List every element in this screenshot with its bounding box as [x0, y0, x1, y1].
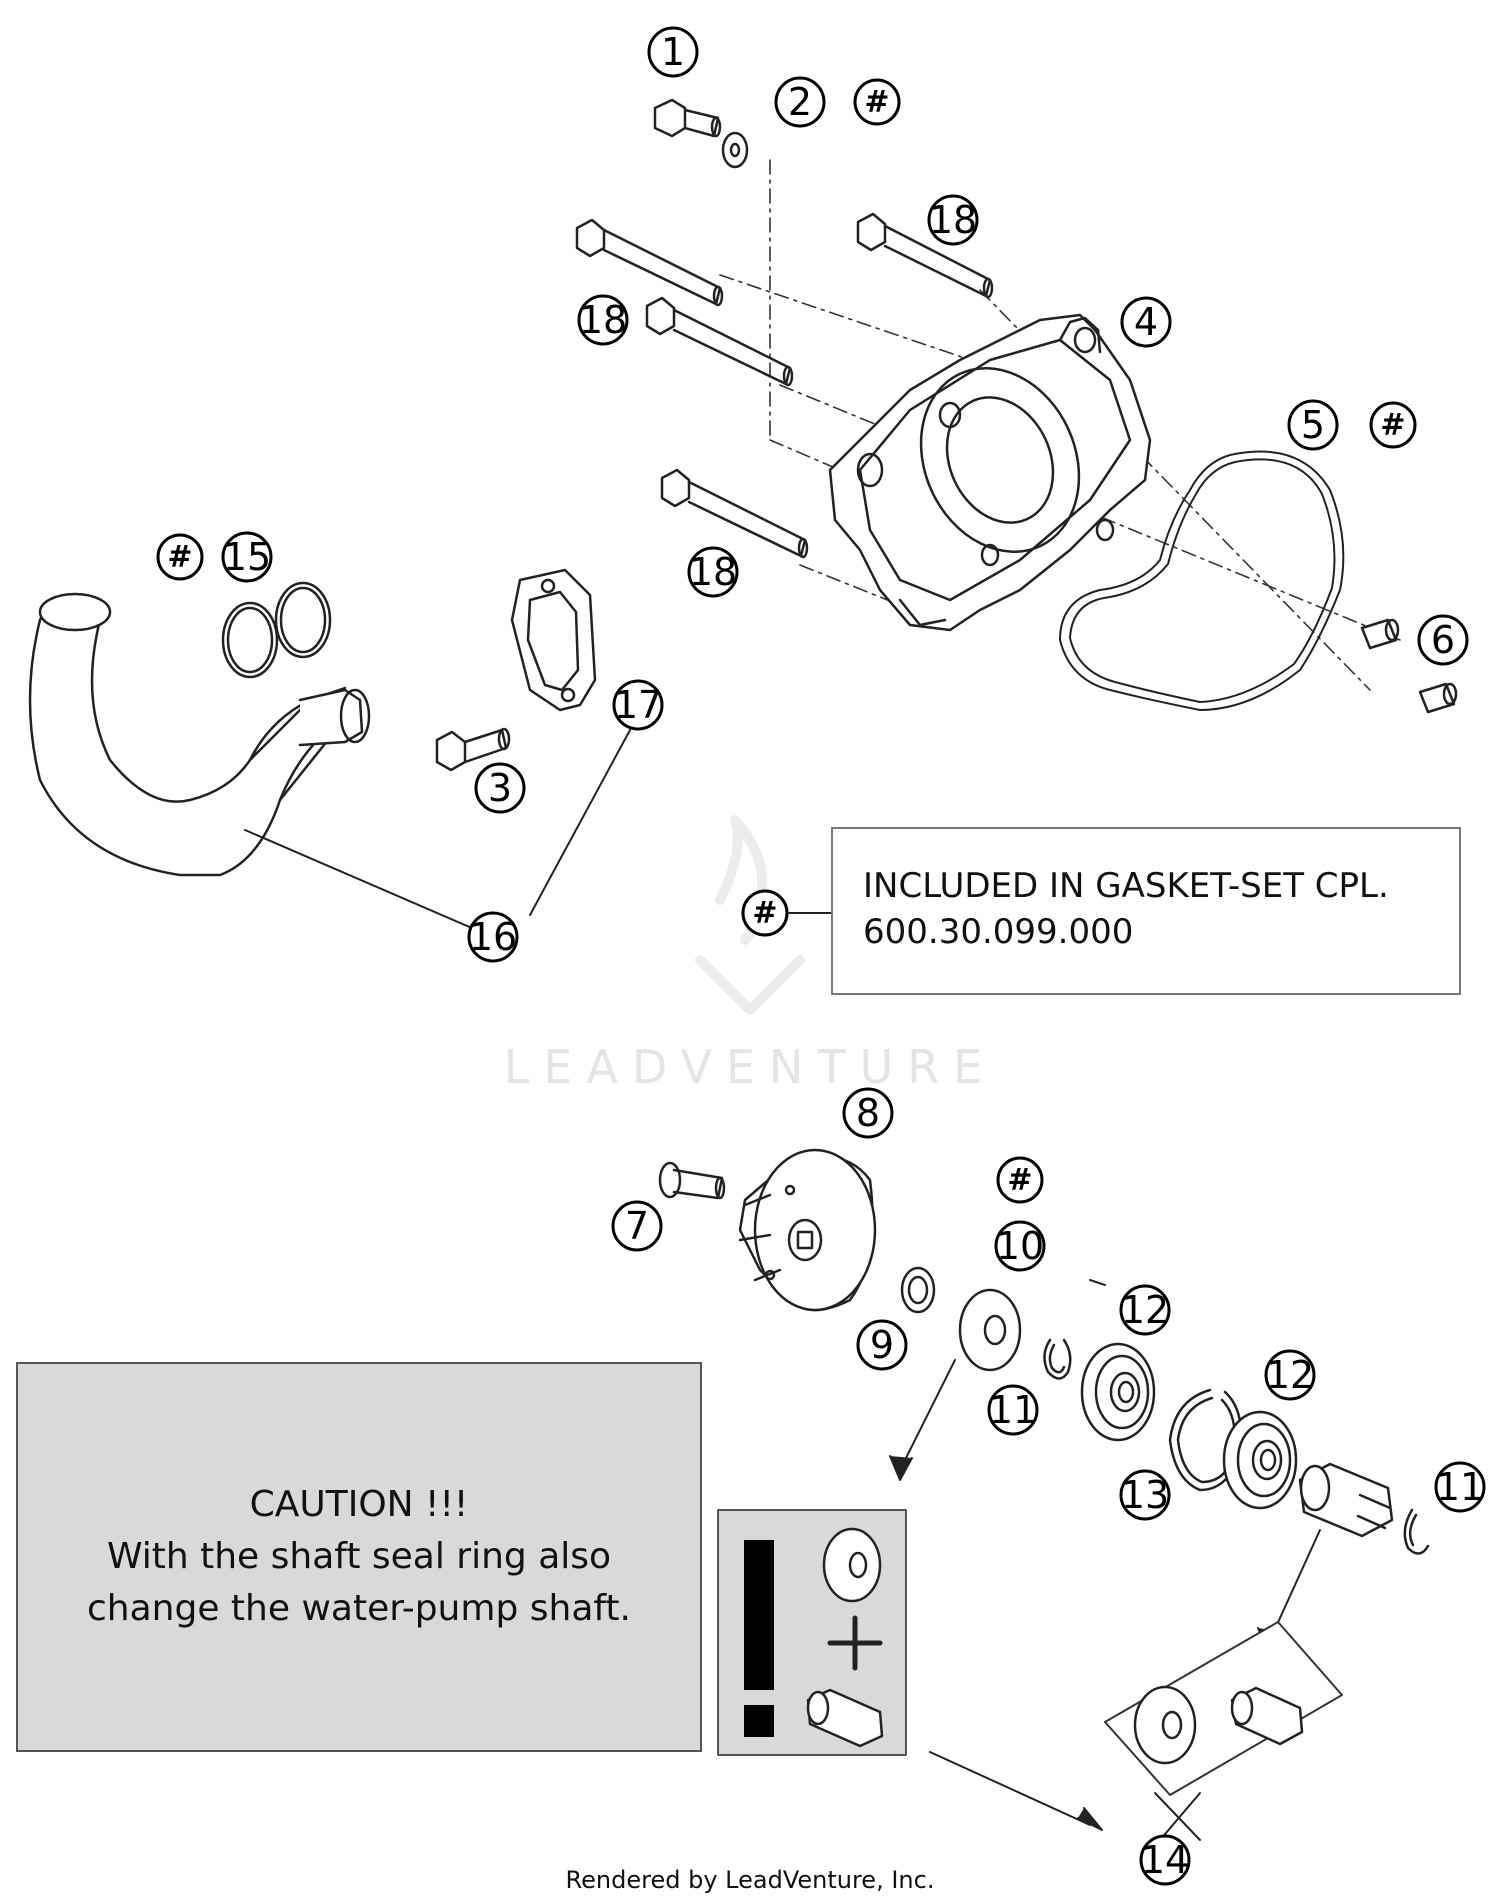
svg-text:#: #	[1380, 408, 1405, 443]
watermark-text: LEADVENTURE	[503, 1040, 997, 1094]
hash-marker-5: #	[1369, 401, 1417, 449]
part-11-circlip-a	[1043, 1338, 1072, 1380]
svg-text:18: 18	[579, 298, 627, 342]
svg-text:3: 3	[488, 766, 512, 810]
callout-13: 13	[1119, 1469, 1171, 1521]
callout-3: 3	[474, 762, 526, 814]
svg-text:8: 8	[856, 1091, 880, 1135]
caution-line2: change the water-pump shaft.	[87, 1588, 631, 1629]
gasket-set-note: INCLUDED IN GASKET-SET CPL. 600.30.099.0…	[831, 827, 1461, 995]
hash-marker-legend: #	[741, 889, 789, 937]
callout-15: 15	[221, 531, 273, 583]
svg-text:16: 16	[469, 915, 517, 959]
callout-4: 4	[1120, 296, 1172, 348]
part-12-bearing-b	[1222, 1410, 1298, 1510]
callout-17: 17	[612, 679, 664, 731]
hash-marker-10: #	[996, 1156, 1044, 1204]
part-18-bolt-d	[660, 468, 809, 559]
part-12-bearing-a	[1080, 1342, 1156, 1442]
part-7-bolt	[658, 1161, 726, 1200]
part-4-pump-cover	[828, 313, 1152, 632]
svg-text:5: 5	[1301, 403, 1325, 447]
svg-text:2: 2	[788, 80, 812, 124]
callout-16: 16	[467, 911, 519, 963]
callout-2: 2	[774, 76, 826, 128]
part-9-washer	[900, 1266, 936, 1314]
callout-18-b: 18	[577, 294, 629, 346]
part-11-circlip-b	[1403, 1508, 1430, 1555]
svg-text:11: 11	[1436, 1465, 1484, 1509]
callout-1: 1	[647, 26, 699, 78]
part-3-bolt	[435, 727, 511, 772]
svg-text:11: 11	[989, 1388, 1037, 1432]
gasket-set-note-line2: 600.30.099.000	[863, 912, 1134, 952]
svg-text:#: #	[1007, 1163, 1032, 1198]
part-16-water-pipe	[28, 592, 371, 877]
part-1-bolt	[653, 98, 722, 138]
callout-layer: 1 2 3 4 5 6 7 8 9 10 11 11 12 12 13 14 1…	[221, 26, 1486, 1886]
svg-text:4: 4	[1134, 300, 1158, 344]
callout-12-b: 12	[1264, 1349, 1316, 1401]
part-2-washer	[721, 131, 749, 169]
callout-7: 7	[611, 1200, 663, 1252]
svg-text:13: 13	[1121, 1473, 1169, 1517]
svg-text:12: 12	[1266, 1353, 1314, 1397]
part-17-flange-gasket	[510, 568, 597, 712]
part-15-o-ring-a	[221, 601, 279, 679]
part-18-bolt-a	[575, 218, 724, 307]
callout-10: 10	[994, 1220, 1046, 1272]
part-10-shaft-seal	[958, 1288, 1022, 1372]
water-pump-shaft	[1298, 1462, 1394, 1538]
svg-text:15: 15	[223, 535, 271, 579]
gasket-set-note-line1: INCLUDED IN GASKET-SET CPL.	[863, 866, 1389, 906]
svg-text:17: 17	[614, 683, 662, 727]
callout-6: 6	[1417, 614, 1469, 666]
part-6-sleeve-b	[1418, 682, 1458, 714]
part-15-o-ring-b	[274, 581, 332, 659]
caution-title: CAUTION !!!	[249, 1484, 469, 1525]
svg-text:6: 6	[1431, 618, 1455, 662]
caution-line1: With the shaft seal ring also	[106, 1536, 612, 1577]
callout-14: 14	[1139, 1834, 1191, 1886]
callout-5: 5	[1287, 399, 1339, 451]
svg-text:#: #	[167, 540, 192, 575]
caution-box: CAUTION !!! With the shaft seal ring als…	[16, 1362, 702, 1752]
svg-text:12: 12	[1121, 1288, 1169, 1332]
callout-18-c: 18	[687, 546, 739, 598]
svg-text:7: 7	[625, 1204, 649, 1248]
part-6-sleeve-a	[1360, 618, 1400, 650]
svg-text:14: 14	[1141, 1838, 1189, 1882]
callout-9: 9	[856, 1319, 908, 1371]
hash-marker-layer: # # # # #	[156, 78, 1417, 1204]
callout-11-b: 11	[1434, 1461, 1486, 1513]
hash-marker-2: #	[853, 78, 901, 126]
footer-credit: Rendered by LeadVenture, Inc.	[565, 1866, 935, 1894]
part-5-gasket	[1059, 450, 1345, 711]
svg-text:10: 10	[996, 1224, 1044, 1268]
part-14-kit-box	[1104, 1621, 1343, 1796]
callout-11-a: 11	[987, 1384, 1039, 1436]
svg-text:#: #	[864, 85, 889, 120]
svg-text:18: 18	[929, 198, 977, 242]
hash-marker-15: #	[156, 533, 204, 581]
svg-text:1: 1	[661, 30, 685, 74]
part-8-impeller	[738, 1148, 877, 1312]
exclamation-icon	[744, 1540, 774, 1690]
part-18-bolt-b	[645, 296, 794, 387]
callout-8: 8	[842, 1087, 894, 1139]
svg-text:18: 18	[689, 550, 737, 594]
callout-18-a: 18	[927, 194, 979, 246]
callout-12-a: 12	[1119, 1284, 1171, 1336]
svg-text:9: 9	[870, 1323, 894, 1367]
caution-icon-box	[717, 1509, 907, 1756]
svg-text:#: #	[752, 896, 777, 931]
part-18-bolt-c	[856, 212, 994, 299]
